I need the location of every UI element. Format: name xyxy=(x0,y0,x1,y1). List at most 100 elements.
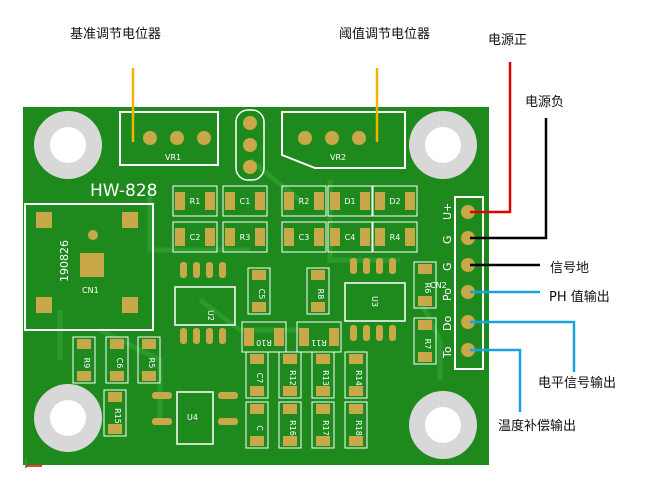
ic-pin xyxy=(363,325,370,341)
label-ph-out: PH 值输出 xyxy=(549,290,610,305)
pin-label-g2: G xyxy=(441,262,454,271)
ic-pin xyxy=(180,328,187,344)
ic-pin xyxy=(206,262,213,278)
cn1-ref: CN1 xyxy=(82,286,99,295)
part-ref-r2: R2 xyxy=(299,197,310,206)
label-power-neg: 电源负 xyxy=(525,95,565,110)
u2-ref: U2 xyxy=(206,310,215,321)
cn2-header: CN2 U+ G G Po Do To xyxy=(430,196,484,370)
part-d1: D1 xyxy=(327,185,373,217)
part-ref-r12: R12 xyxy=(288,370,297,386)
pin-label-po: Po xyxy=(441,288,454,301)
part-ref-r10: R10 xyxy=(256,338,272,347)
part-ref-r17: R17 xyxy=(321,420,330,436)
part-ref-c1: C1 xyxy=(240,197,251,206)
u2-chip: U2 xyxy=(174,286,236,326)
part-r13: R13 xyxy=(311,351,335,399)
part-ref-d2: D2 xyxy=(389,197,400,206)
part-c7: C7 xyxy=(245,351,269,399)
part-ref-r14: R14 xyxy=(354,370,363,386)
ic-pin xyxy=(219,328,226,344)
part-ref-r1: R1 xyxy=(190,197,201,206)
ic-pin xyxy=(389,325,396,341)
pin-label-g1: G xyxy=(441,235,454,244)
label-level-out: 电平信号输出 xyxy=(538,376,617,391)
part-ref-r13: R13 xyxy=(321,370,330,386)
vr1-ref: VR1 xyxy=(165,153,181,162)
ic-pin xyxy=(350,325,357,341)
part-r17: R17 xyxy=(311,401,335,449)
part-ref-r6: R6 xyxy=(423,283,432,294)
part-r5: R5 xyxy=(137,336,161,384)
part-ref-r11: R11 xyxy=(311,338,327,347)
label-power-pos: 电源正 xyxy=(488,33,528,48)
leader-temp-out xyxy=(470,348,522,412)
leader-power-pos xyxy=(470,62,512,214)
part-r2: R2 xyxy=(281,185,327,217)
vr2-ref: VR2 xyxy=(330,153,346,162)
ic-pin xyxy=(389,258,396,274)
part-r7: R7 xyxy=(413,317,437,365)
part-ref-r7: R7 xyxy=(423,339,432,350)
ic-pin xyxy=(152,418,172,425)
pin-label-to: To xyxy=(441,346,454,359)
part-d2: D2 xyxy=(372,185,418,217)
part-c6: C6 xyxy=(105,336,129,384)
label-vr2: 阈值调节电位器 xyxy=(339,27,431,42)
label-signal-gnd: 信号地 xyxy=(550,261,590,276)
ic-pin xyxy=(180,262,187,278)
origin-marker xyxy=(25,458,42,468)
ic-pin xyxy=(193,262,200,278)
mounting-holes xyxy=(34,111,477,459)
part-r15: R15 xyxy=(103,389,127,437)
part-ref-d1: D1 xyxy=(344,197,355,206)
part-ref-r4: R4 xyxy=(390,233,401,242)
jumper-pads xyxy=(235,109,265,181)
board-model: HW-828 xyxy=(90,181,158,201)
part-r4: R4 xyxy=(372,221,418,253)
part-ref-r18: R18 xyxy=(354,420,363,436)
label-vr1: 基准调节电位器 xyxy=(70,27,162,42)
part-r6: R6 xyxy=(413,261,437,309)
u3-chip: U3 xyxy=(344,282,406,322)
part-ref-c3: C3 xyxy=(299,233,310,242)
u4-chip: U4 xyxy=(176,391,214,445)
cn2-ref: CN2 xyxy=(430,281,447,290)
cn1-code: 190826 xyxy=(58,240,71,282)
part-ref-c2: C2 xyxy=(190,233,201,242)
ic-pin xyxy=(218,392,238,399)
part-ref-r9: R9 xyxy=(82,358,91,369)
part-c1: C1 xyxy=(222,185,268,217)
leader-lines xyxy=(131,62,576,412)
ic-pin xyxy=(376,325,383,341)
cn1-connector: CN1 190826 xyxy=(24,203,154,331)
part-ref-c5: C5 xyxy=(257,289,266,300)
label-temp-out: 温度补偿输出 xyxy=(498,419,577,434)
part-ref-c6: C6 xyxy=(115,358,124,369)
part-r3: R3 xyxy=(222,221,268,253)
part-r12: R12 xyxy=(278,351,302,399)
part-r16: R16 xyxy=(278,401,302,449)
part-c4: C4 xyxy=(327,221,373,253)
leader-level-out xyxy=(470,320,576,372)
part-r1: R1 xyxy=(172,185,218,217)
part-ref-c: C xyxy=(255,425,264,431)
u4-ref: U4 xyxy=(187,413,198,422)
vr1-potentiometer: VR1 xyxy=(119,111,219,166)
ic-pin xyxy=(219,262,226,278)
part-ref-c4: C4 xyxy=(345,233,356,242)
part-ref-r15: R15 xyxy=(113,408,122,424)
ic-pin xyxy=(152,392,172,399)
part-ref-c7: C7 xyxy=(255,373,264,384)
part-ref-r16: R16 xyxy=(288,420,297,436)
part-c5: C5 xyxy=(247,267,271,315)
part-r18: R18 xyxy=(344,401,368,449)
u3-ref: U3 xyxy=(370,296,379,307)
part-r14: R14 xyxy=(344,351,368,399)
ic-pin xyxy=(193,328,200,344)
leader-power-neg xyxy=(470,118,548,240)
part-ref-r5: R5 xyxy=(147,358,156,369)
